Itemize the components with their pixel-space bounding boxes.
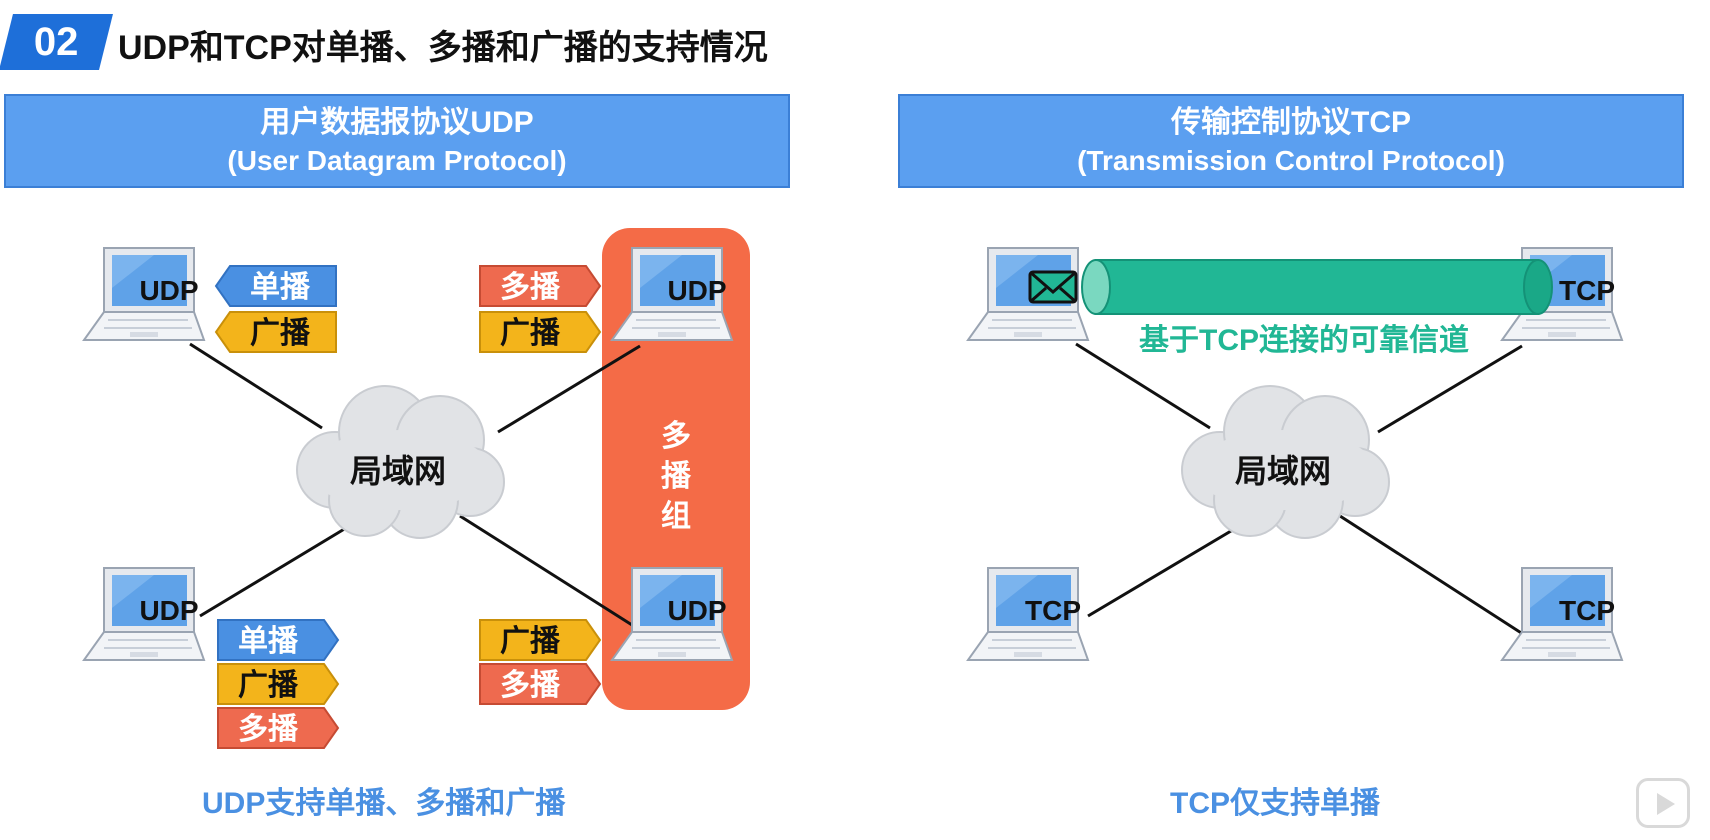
udp-host-top-left-label: UDP: [139, 275, 198, 306]
udp-host-bottom-left-label: UDP: [139, 595, 198, 626]
tag-multicast-outgoing-label: 多播: [238, 713, 299, 746]
tag-multicast-incoming-2-label: 多播: [500, 669, 561, 702]
tcp-host-bottom-left-label: TCP: [1025, 595, 1081, 626]
tag-multicast-incoming-1-label: 多播: [500, 271, 561, 304]
udp-lan-label: 局域网: [350, 453, 446, 489]
tcp-header-title: 传输控制协议TCP: [1171, 106, 1411, 139]
tcp-lan-label: 局域网: [1235, 453, 1331, 489]
tag-broadcast-outgoing-label: 广播: [238, 669, 299, 702]
tcp-host-bottom-right-label: TCP: [1559, 595, 1615, 626]
udp-header-title: 用户数据报协议UDP: [260, 106, 534, 139]
tag-multicast-incoming-1: [479, 265, 602, 307]
tcp-header-subtitle: (Transmission Control Protocol): [1077, 145, 1505, 176]
tag-broadcast-outgoing: [217, 663, 340, 705]
tcp-caption: TCP仅支持单播: [1170, 787, 1380, 820]
tag-broadcast-incoming-1-label: 广播: [250, 317, 311, 350]
tag-multicast-incoming-2: [479, 663, 602, 705]
tag-unicast-incoming-label: 单播: [250, 271, 311, 304]
udp-caption: UDP支持单播、多播和广播: [202, 787, 566, 820]
tcp-host-top-right-label: TCP: [1559, 275, 1615, 306]
multicast-group-char-1: 多: [661, 420, 691, 453]
udp-header: 用户数据报协议UDP (User Datagram Protocol): [4, 94, 790, 188]
multicast-group-char-3: 组: [661, 499, 691, 533]
tag-unicast-incoming: [214, 265, 337, 307]
page-title: UDP和TCP对单播、多播和广播的支持情况: [118, 29, 768, 67]
video-play-icon[interactable]: [1636, 778, 1690, 828]
tcp-reliable-channel: [1081, 259, 1553, 315]
udp-host-top-right-label: UDP: [667, 275, 726, 306]
tag-broadcast-incoming-1: [214, 311, 337, 353]
tag-unicast-outgoing-label: 单播: [238, 625, 299, 658]
tag-broadcast-incoming-2: [479, 311, 602, 353]
udp-header-subtitle: (User Datagram Protocol): [227, 145, 567, 176]
udp-host-bottom-right-label: UDP: [667, 595, 726, 626]
envelope-icon: [1028, 270, 1078, 304]
tag-broadcast-incoming-3: [479, 619, 602, 661]
tcp-header: 传输控制协议TCP (Transmission Control Protocol…: [898, 94, 1684, 188]
multicast-group-char-2: 播: [661, 460, 692, 493]
tag-unicast-outgoing: [217, 619, 340, 661]
udp-lan-cloud: [296, 385, 505, 539]
tag-broadcast-incoming-2-label: 广播: [500, 317, 561, 350]
tag-broadcast-incoming-3-label: 广播: [500, 625, 561, 658]
tag-multicast-outgoing: [217, 707, 340, 749]
tcp-lan-cloud: [1181, 385, 1390, 539]
tcp-channel-label: 基于TCP连接的可靠信道: [1139, 324, 1469, 357]
